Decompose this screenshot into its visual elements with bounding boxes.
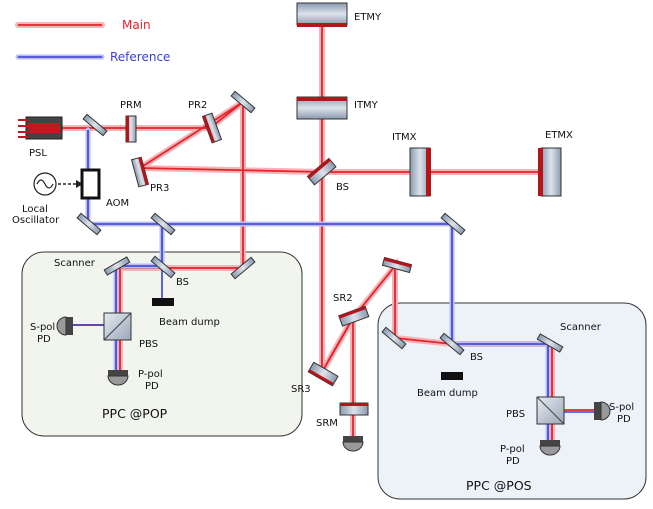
sr-fold-mirror-top-coating	[383, 257, 412, 268]
pop-ppol-label-2: PD	[145, 381, 159, 392]
aom-modulator	[80, 168, 101, 200]
srm-label: SRM	[316, 418, 338, 429]
pr2-fold-mirror	[230, 90, 256, 114]
pop-beam-dump	[152, 298, 174, 306]
pr3-mirror	[130, 156, 150, 188]
main-beamsplitter	[306, 157, 337, 186]
pos-scanner-label: Scanner	[560, 322, 602, 333]
pop-spol-label-2: PD	[37, 334, 51, 345]
sr2-label: SR2	[333, 293, 353, 304]
itmx-mirror	[409, 147, 431, 197]
itmy-label: ITMY	[354, 100, 379, 111]
pop-scanner-mirror	[103, 256, 131, 276]
itmx-label: ITMX	[392, 132, 417, 143]
pop-spol-photodiode	[56, 316, 73, 336]
pop-bs-label: BS	[176, 277, 189, 288]
ppc-pos-enclosure	[377, 302, 647, 500]
psl-pickoff-mirror	[82, 113, 108, 137]
etmx-label: ETMX	[545, 130, 573, 141]
pos-pbs-label: PBS	[506, 409, 525, 420]
pos-spol-label-2: PD	[617, 414, 631, 425]
ref-pickoff-mirror-left	[76, 212, 102, 236]
etmy-mirror	[296, 2, 348, 27]
pr3-label: PR3	[150, 183, 169, 194]
pos-ppol-label-2: PD	[506, 456, 520, 467]
pop-scanner-label: Scanner	[54, 258, 96, 269]
legend-main-label: Main	[122, 18, 151, 32]
pr2-mirror	[201, 112, 223, 144]
pr2-label: PR2	[188, 100, 207, 111]
prm-mirror	[125, 115, 137, 143]
srm-mirror	[339, 402, 369, 416]
psl-laser	[18, 116, 63, 140]
etmy-label: ETMY	[354, 12, 382, 23]
pop-fold-mirror	[230, 256, 256, 280]
pop-ppol-photodiode	[107, 370, 129, 386]
legend: Main Reference	[15, 18, 170, 64]
prm-label: PRM	[120, 100, 142, 111]
pop-pbs-label: PBS	[139, 339, 158, 350]
pos-bs-label: BS	[470, 352, 483, 363]
bs-main-label: BS	[336, 182, 349, 193]
aom-label: AOM	[106, 198, 129, 209]
pos-fold-mirror	[381, 326, 407, 350]
pos-spol-photodiode	[594, 401, 611, 421]
pos-scanner-mirror	[536, 333, 564, 353]
ppc-pop-title: PPC @POP	[102, 406, 168, 421]
local-oscillator	[33, 172, 83, 196]
sr3-mirror	[307, 361, 339, 387]
srm-photodiode	[342, 436, 364, 452]
psl-label: PSL	[29, 148, 47, 159]
itmy-mirror	[296, 96, 348, 120]
pop-beamsplitter	[150, 255, 176, 279]
ref-pickoff-mirror-mid	[150, 212, 176, 236]
pos-ppol-label-1: P-pol	[500, 444, 525, 455]
pop-beam-dump-label: Beam dump	[159, 317, 220, 328]
ref-pickoff-mirror-right	[440, 212, 466, 236]
pop-ppol-label-1: P-pol	[138, 369, 163, 380]
legend-reference-label: Reference	[110, 50, 170, 64]
pos-beam-dump-label: Beam dump	[417, 388, 478, 399]
sr2-mirror	[338, 305, 370, 327]
pos-beamsplitter	[439, 332, 465, 356]
pos-ppol-photodiode	[539, 440, 561, 456]
ppc-pos-title: PPC @POS	[466, 478, 532, 493]
local-label: Local	[22, 204, 48, 215]
pop-spol-label-1: S-pol	[30, 322, 55, 333]
sr3-label: SR3	[291, 384, 311, 395]
pos-beam-dump	[441, 372, 463, 380]
pos-spol-label-1: S-pol	[609, 402, 634, 413]
oscillator-label: Oscillator	[12, 215, 60, 226]
etmx-mirror	[538, 147, 562, 197]
